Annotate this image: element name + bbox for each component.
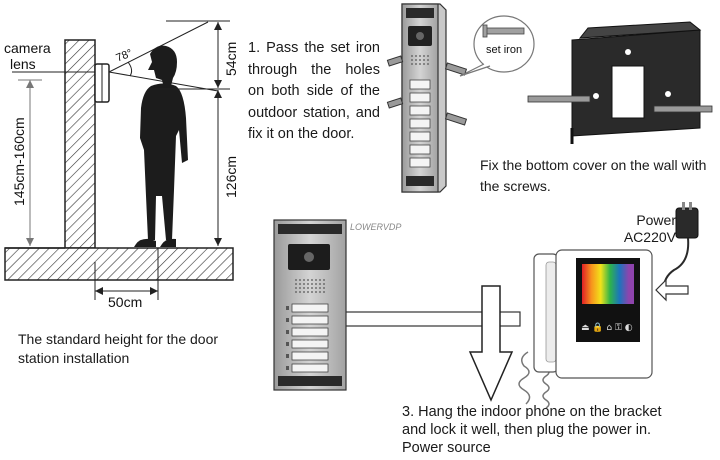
- angle-label: 78°: [114, 47, 134, 64]
- power-adapter: [655, 202, 699, 302]
- power-label: Power AC220V: [606, 212, 676, 246]
- set-iron-label: set iron: [486, 44, 522, 56]
- wall-bracket: [527, 21, 713, 144]
- person-silhouette: [134, 45, 188, 247]
- wall: [64, 39, 96, 249]
- screw-right: [653, 105, 713, 113]
- down-arrow: [468, 285, 514, 402]
- step3-line2: and lock it well, then plug the power in…: [402, 422, 652, 438]
- brand-watermark: LOWERVDP: [350, 222, 401, 232]
- outdoor-station: [273, 219, 347, 391]
- step2-instruction: Fix the bottom cover on the wall with th…: [480, 157, 707, 194]
- dim-50-label: 50cm: [108, 294, 142, 310]
- camera-label: camera: [4, 40, 51, 56]
- outdoor-station-mount: set iron: [386, 3, 535, 193]
- power-label-line1: Power: [636, 212, 676, 228]
- screw-left: [527, 95, 591, 103]
- step3-instruction: 3. Hang the indoor phone on the bracket …: [402, 403, 720, 457]
- step3-line3: Power source: [402, 440, 491, 456]
- step3-line1: 3. Hang the indoor phone on the bracket: [402, 404, 662, 420]
- lens-label: lens: [10, 56, 36, 72]
- step1-instruction: 1. Pass the set iron through the holes o…: [248, 40, 380, 142]
- indoor-monitor: ⏏ 🔒 ⌂ ⚿ ◐: [518, 249, 653, 409]
- power-label-line2: AC220V: [623, 229, 676, 245]
- svg-text:⏏ 🔒 ⌂ ⚿ ◐: ⏏ 🔒 ⌂ ⚿ ◐: [581, 322, 633, 333]
- dim-126-label: 126cm: [223, 156, 239, 198]
- floor: [4, 247, 234, 281]
- dim-54-label: 54cm: [223, 42, 239, 76]
- height-caption: The standard height for the door station…: [18, 331, 219, 366]
- height-diagram: camera lens 78° 145cm-160cm 54cm 126cm 5…: [4, 20, 239, 310]
- connection-diagram: LOWERVDP ⏏ 🔒 ⌂ ⚿ ◐: [273, 202, 699, 409]
- height-range-label: 145cm-160cm: [11, 117, 27, 206]
